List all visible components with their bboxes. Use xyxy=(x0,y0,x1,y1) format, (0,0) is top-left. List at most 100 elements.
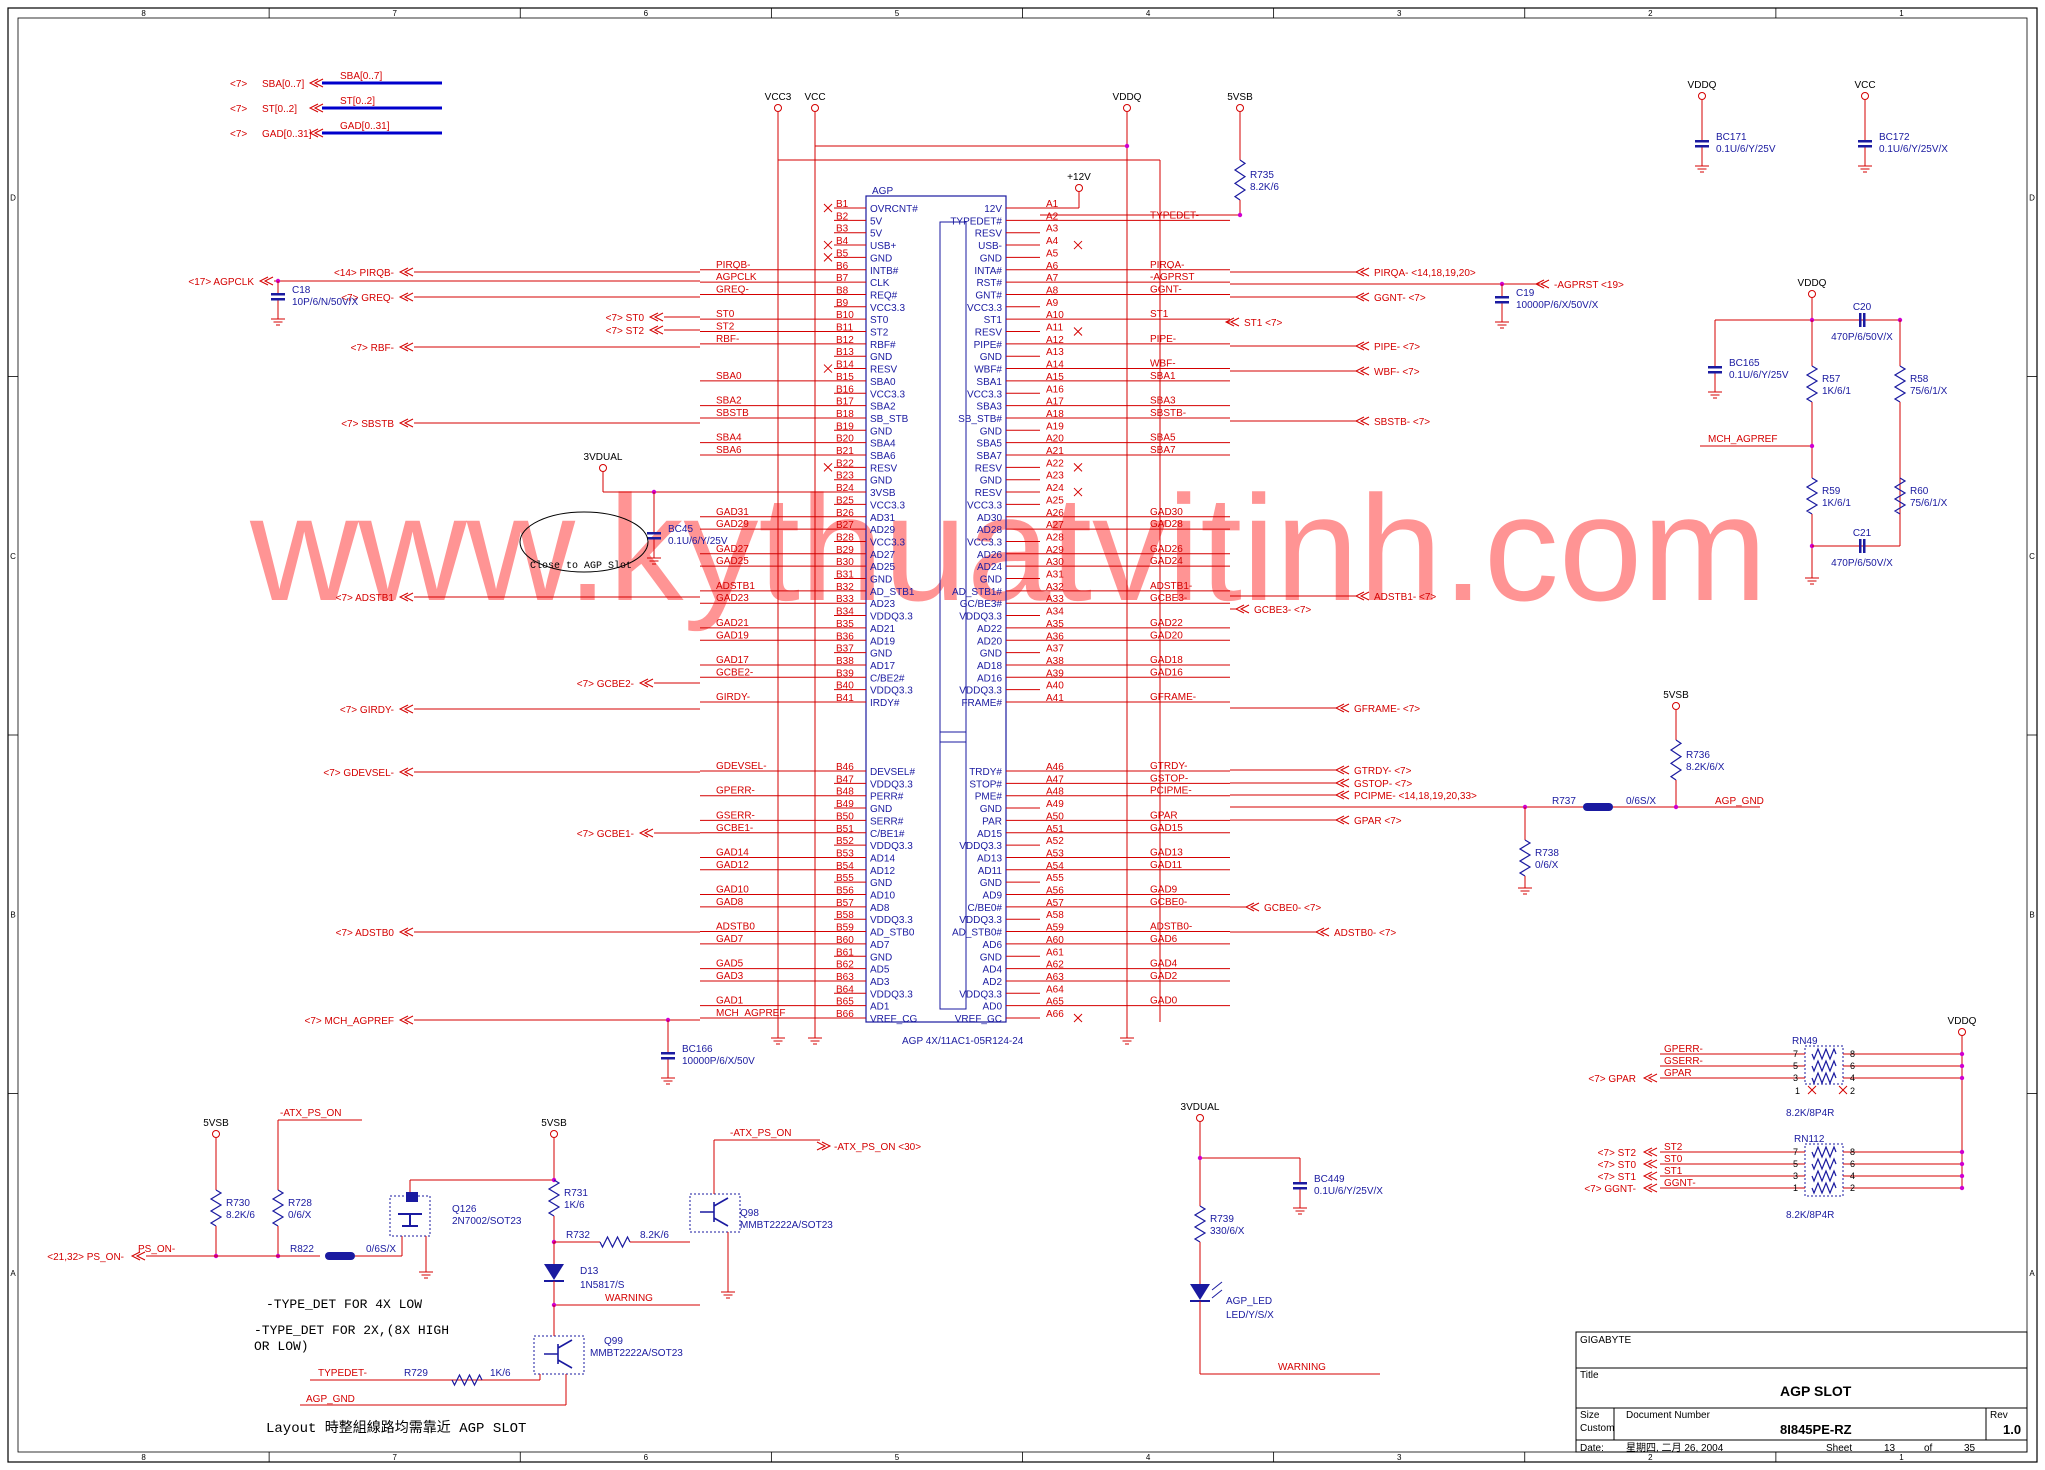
pin-name: VCC3.3 xyxy=(967,389,1002,400)
net-label: GPERR- xyxy=(716,786,755,797)
transistor-ref: Q98 xyxy=(740,1208,759,1219)
pin-name: GND xyxy=(870,575,892,586)
pin-name: RESV xyxy=(870,463,898,474)
net-label: GAD9 xyxy=(1150,885,1178,896)
title-block-title-label: Title xyxy=(1580,1370,1599,1381)
pin-name: SBA2 xyxy=(870,402,896,413)
pin-name: GND xyxy=(980,878,1002,889)
pin-name: WBF# xyxy=(974,365,1002,376)
pin-number: B10 xyxy=(836,310,854,321)
pin-name: C/BE1# xyxy=(870,829,905,840)
pin-name: C/BE2# xyxy=(870,673,905,684)
capacitor-plate xyxy=(1708,371,1722,374)
pin-name: AD1 xyxy=(870,1002,890,1013)
pin-number: A32 xyxy=(1046,582,1064,593)
pin-number: A7 xyxy=(1046,273,1059,284)
resistor-body xyxy=(547,1179,561,1217)
pin-name: VDDQ3.3 xyxy=(870,612,913,623)
pin-number: A2 xyxy=(1046,211,1059,222)
pin-name: SERR# xyxy=(870,816,904,827)
pin-number: A12 xyxy=(1046,335,1064,346)
pin-number: A1 xyxy=(1046,199,1059,210)
net-label: ST2 xyxy=(716,322,735,333)
pin-number: B26 xyxy=(836,508,854,519)
title-block-company: GIGABYTE xyxy=(1580,1335,1631,1346)
pin-number: B4 xyxy=(836,236,849,247)
resistor-body xyxy=(209,1189,223,1227)
no-connect-mark xyxy=(1838,1085,1848,1095)
pin-name: AD17 xyxy=(870,661,895,672)
net-label: SBA0 xyxy=(716,371,742,382)
title-block-of-label: of xyxy=(1924,1443,1933,1454)
led-rays xyxy=(1211,1281,1223,1299)
pin-name: ST2 xyxy=(870,328,889,339)
pin-number: 6 xyxy=(1850,1159,1855,1169)
pin-number: 3 xyxy=(1793,1171,1798,1181)
bus-label: GAD[0..31] xyxy=(340,121,390,132)
net-label: GAD0 xyxy=(1150,996,1178,1007)
pin-name: VDDQ3.3 xyxy=(959,915,1002,926)
junction-dot xyxy=(1959,1149,1965,1155)
net-label: GAD14 xyxy=(716,847,749,858)
offpage-connector-symbol xyxy=(308,78,324,88)
pin-number: B31 xyxy=(836,570,854,581)
net-label: ST0 xyxy=(716,309,735,320)
pin-name: AD29 xyxy=(870,525,895,536)
net-label: ST1 xyxy=(1150,309,1169,320)
offpage-ref-label: <7> RBF- xyxy=(351,343,394,354)
offpage-ref-label: <7> ST2 xyxy=(1598,1148,1637,1159)
pin-number: A66 xyxy=(1046,1009,1064,1020)
pin-number: 3 xyxy=(1793,1073,1798,1083)
resistor-value: 330/6/X xyxy=(1210,1226,1245,1237)
pin-name: SBA5 xyxy=(976,439,1002,450)
pin-number: A48 xyxy=(1046,787,1064,798)
pin-number: B52 xyxy=(836,836,854,847)
pin-number: A55 xyxy=(1046,873,1064,884)
resistor-ref: R822 xyxy=(290,1244,314,1255)
capacitor-value: 0.1U/6/Y/25V xyxy=(1716,144,1776,155)
pin-number: A24 xyxy=(1046,483,1064,494)
diode-value: 1N5817/S xyxy=(580,1280,625,1291)
pin-name: ST1 xyxy=(984,315,1003,326)
net-label: GAD15 xyxy=(1150,823,1183,834)
border-col-label: 1 xyxy=(1899,9,1904,18)
led-ref: AGP_LED xyxy=(1226,1296,1272,1307)
net-label: SBSTB- xyxy=(1150,408,1186,419)
offpage-connector-symbol xyxy=(1224,317,1240,327)
net-label: GGNT- xyxy=(1664,1178,1696,1189)
net-label: -AGPRST xyxy=(1150,272,1194,283)
no-connect-mark xyxy=(823,253,833,262)
pin-name: GND xyxy=(980,575,1002,586)
capacitor-plate xyxy=(271,298,285,301)
pin-number: A23 xyxy=(1046,471,1064,482)
net-label: AGPCLK xyxy=(716,272,757,283)
zero-ohm-jumper xyxy=(325,1252,355,1260)
offpage-connector-symbol xyxy=(638,828,654,838)
power-rail-label: VDDQ xyxy=(1688,80,1717,91)
border-col-label: 5 xyxy=(895,1453,900,1462)
resistor-body xyxy=(1811,1071,1837,1085)
pin-number: A19 xyxy=(1046,421,1064,432)
pin-name: 5V xyxy=(870,229,883,240)
offpage-ref-label: <7> ST2 xyxy=(606,326,645,337)
pin-number: A27 xyxy=(1046,520,1064,531)
offpage-ref-label: <7> GGNT- xyxy=(1584,1184,1636,1195)
no-connect-mark xyxy=(1073,327,1083,336)
pin-number: A4 xyxy=(1046,236,1059,247)
resistor-body xyxy=(1669,739,1683,781)
capacitor-plate xyxy=(1495,296,1509,299)
pin-number: B3 xyxy=(836,224,849,235)
pin-number: B34 xyxy=(836,607,854,618)
note-typedet-4x: -TYPE_DET FOR 4X LOW xyxy=(266,1297,422,1312)
border-row-label: C xyxy=(2029,552,2035,561)
offpage-connector-symbol xyxy=(130,1251,146,1261)
pin-number: A9 xyxy=(1046,298,1059,309)
pin-name: VCC3.3 xyxy=(967,537,1002,548)
pin-name: RESV xyxy=(870,365,898,376)
power-rail-symbol xyxy=(1075,184,1083,192)
offpage-ref-label: ADSTB1- <7> xyxy=(1374,592,1436,603)
power-rail-symbol xyxy=(1698,92,1706,100)
pin-name: GND xyxy=(980,952,1002,963)
pin-name: FRAME# xyxy=(961,698,1002,709)
